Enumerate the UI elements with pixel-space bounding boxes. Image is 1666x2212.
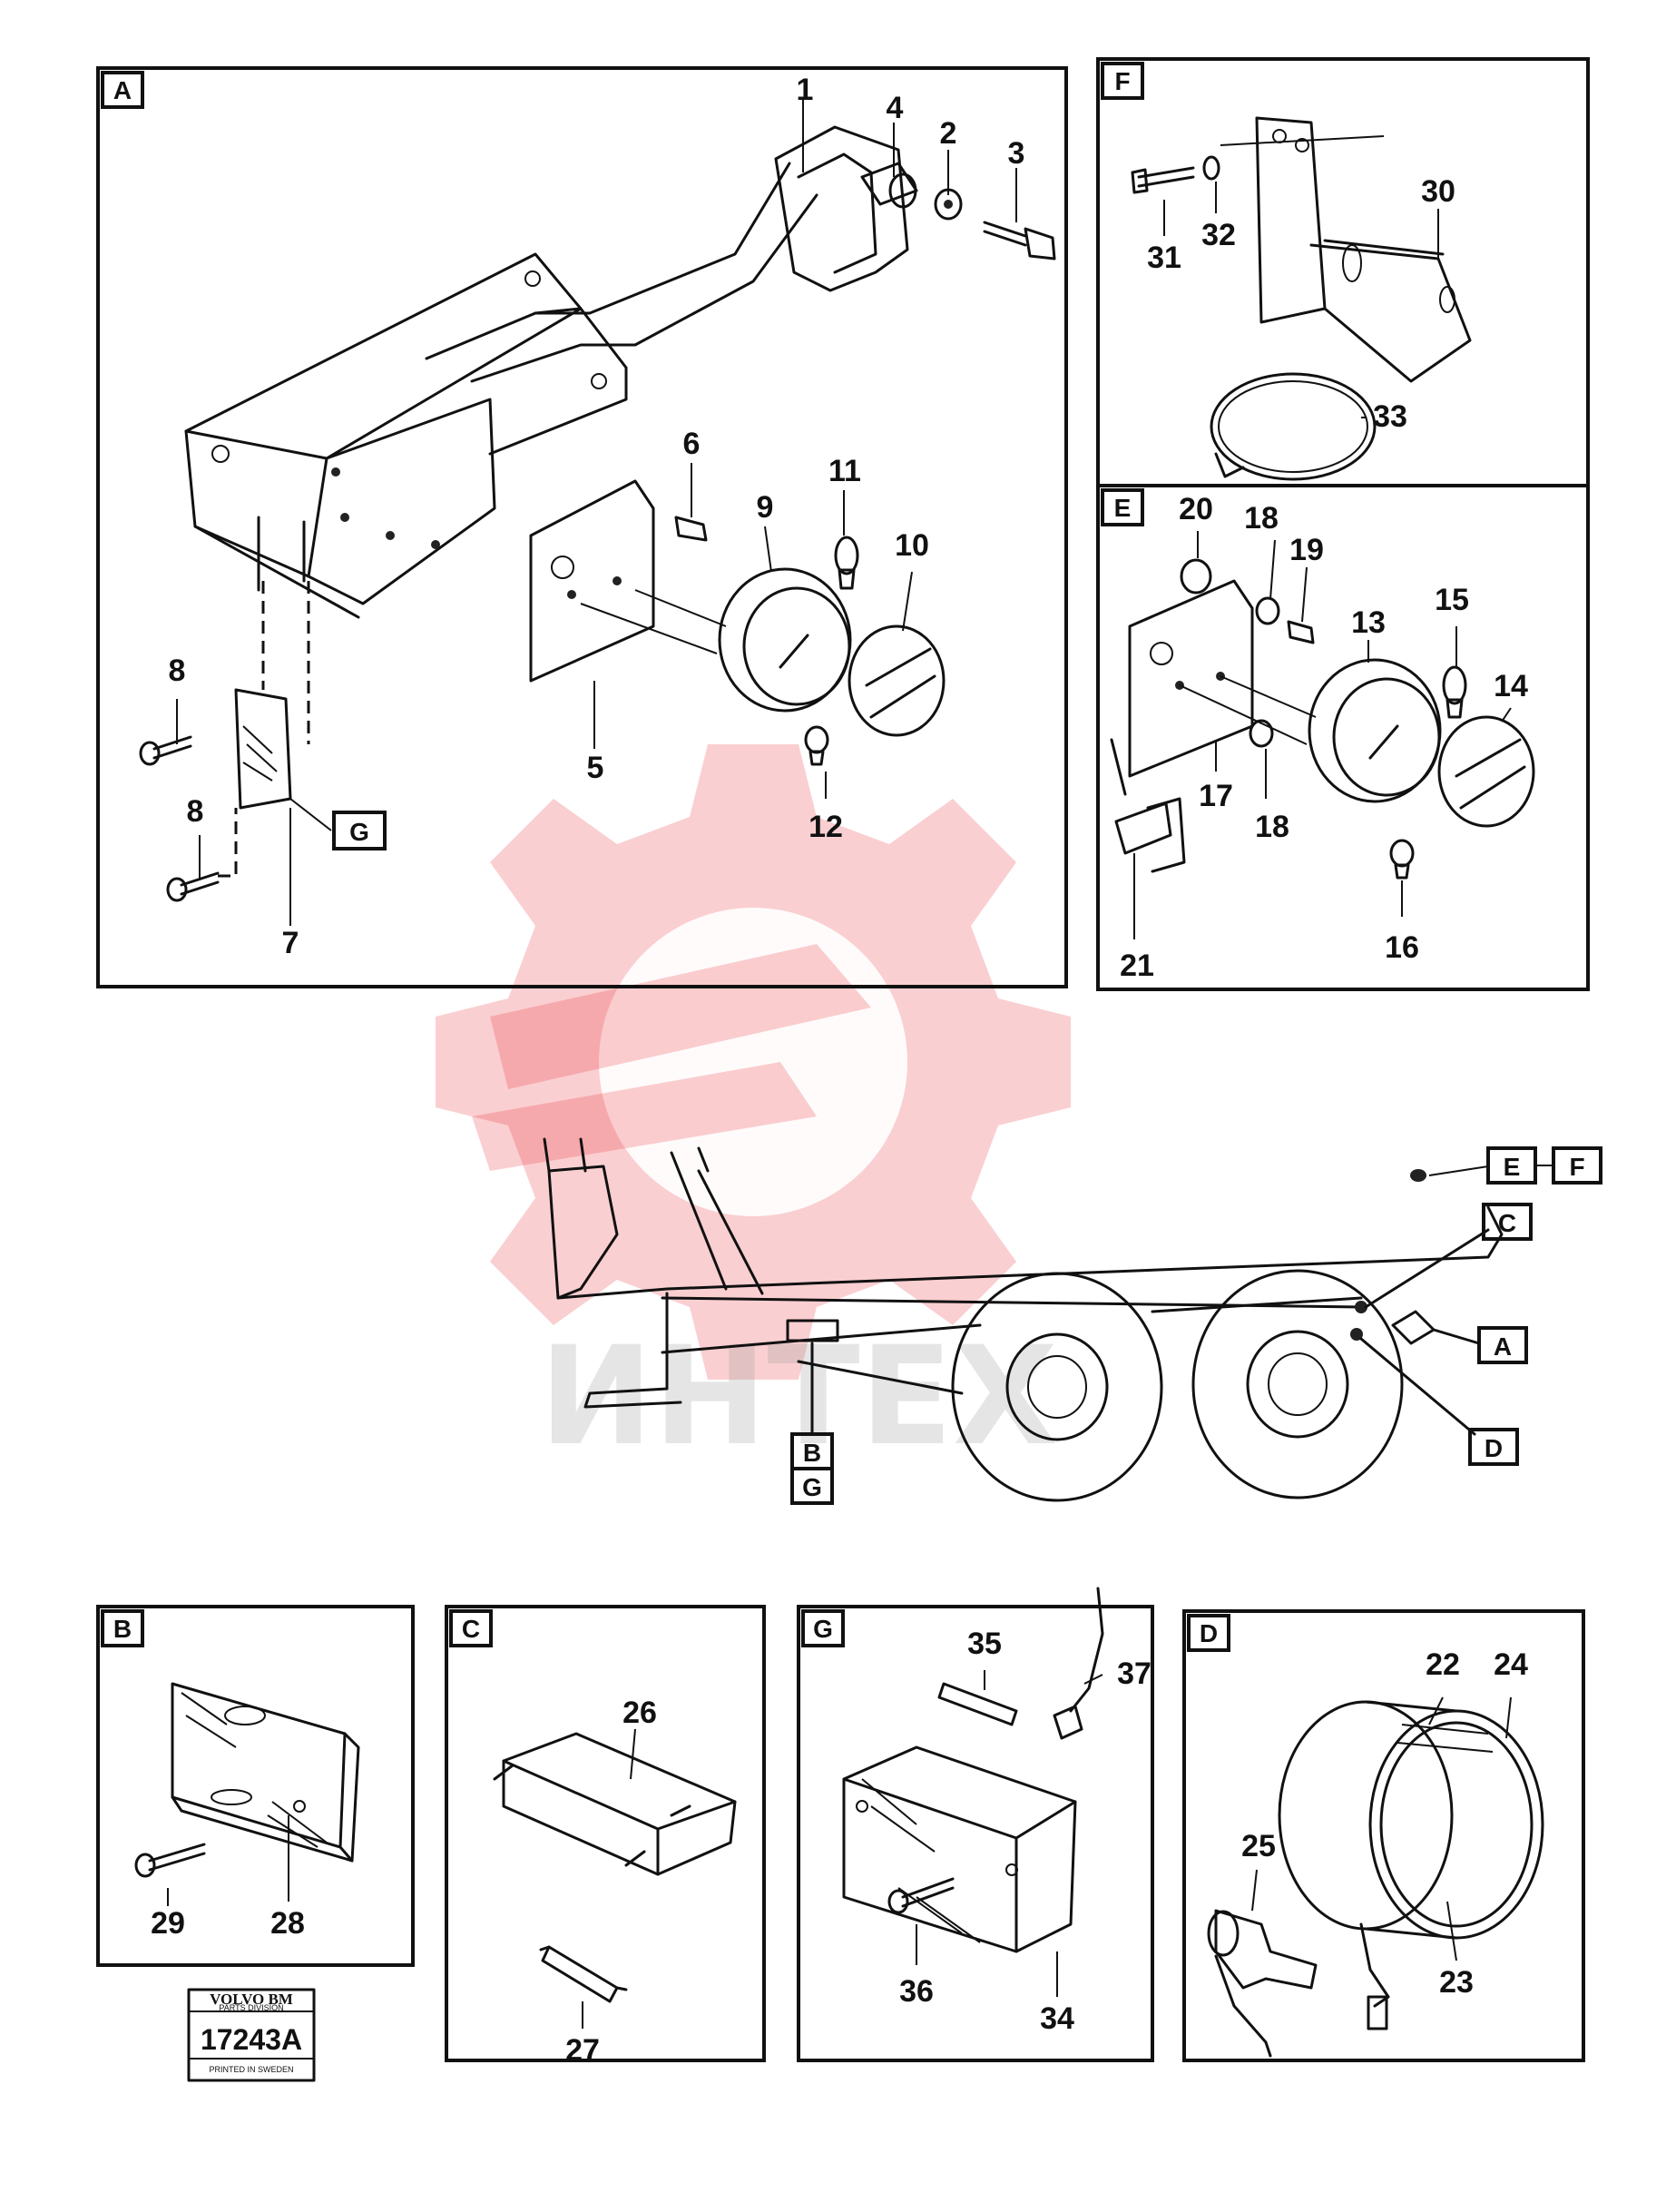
panel-e: E 20 18 19 13 15 14 17 18 21 16 xyxy=(1096,484,1590,991)
panel-g-label: G xyxy=(813,1615,833,1643)
part-label-11: 11 xyxy=(828,454,861,488)
part-label-12: 12 xyxy=(808,810,843,844)
part-label-3: 3 xyxy=(1008,136,1025,171)
stamp-division: PARTS DIVISION xyxy=(219,2003,283,2012)
part-label-18b: 18 xyxy=(1255,810,1289,844)
part-label-30: 30 xyxy=(1421,174,1455,209)
part-label-27: 27 xyxy=(565,2033,600,2068)
callout-c: C xyxy=(1498,1209,1516,1237)
panel-d-label: D xyxy=(1200,1619,1218,1647)
stamp-printed: PRINTED IN SWEDEN xyxy=(209,2065,293,2074)
part-label-2: 2 xyxy=(940,116,957,151)
part-label-22: 22 xyxy=(1426,1647,1460,1682)
panel-c-label: C xyxy=(462,1615,480,1643)
panel-a-label: A xyxy=(113,76,132,104)
panel-b-label: B xyxy=(113,1615,132,1643)
callout-a: A xyxy=(1494,1332,1512,1361)
part-label-35: 35 xyxy=(967,1627,1002,1661)
panel-b: B 29 28 xyxy=(96,1605,415,1967)
part-label-9: 9 xyxy=(757,490,774,525)
part-label-32: 32 xyxy=(1201,218,1236,252)
part-label-5: 5 xyxy=(587,751,604,785)
part-label-19: 19 xyxy=(1289,533,1324,567)
part-label-16: 16 xyxy=(1385,930,1419,965)
callout-d: D xyxy=(1485,1434,1503,1462)
part-label-20: 20 xyxy=(1179,492,1213,526)
part-label-7: 7 xyxy=(282,926,299,960)
panel-c: C 26 27 xyxy=(445,1605,766,2068)
panel-e-label: E xyxy=(1114,494,1132,522)
part-label-17: 17 xyxy=(1199,779,1233,813)
callout-b: B xyxy=(803,1439,821,1467)
truck-overview xyxy=(543,1137,1504,1502)
part-label-33: 33 xyxy=(1373,399,1407,434)
panel-f: F 31 32 30 33 xyxy=(1096,57,1590,487)
part-label-8b: 8 xyxy=(187,794,204,829)
part-label-8a: 8 xyxy=(169,654,186,688)
part-label-13: 13 xyxy=(1351,605,1386,640)
volvo-bm-stamp: VOLVO BM PARTS DIVISION 17243A PRINTED I… xyxy=(187,1988,316,2082)
part-label-37: 37 xyxy=(1117,1657,1152,1691)
callout-f: F xyxy=(1569,1153,1584,1181)
panel-f-label: F xyxy=(1114,67,1130,95)
part-label-36: 36 xyxy=(899,1974,934,2009)
stamp-number: 17243A xyxy=(201,2023,302,2056)
part-label-15: 15 xyxy=(1435,583,1469,617)
callout-g-panel-a: G xyxy=(349,818,369,846)
part-label-31: 31 xyxy=(1147,241,1181,275)
part-label-10: 10 xyxy=(895,528,929,563)
stamp-brand: VOLVO BM xyxy=(210,1991,293,2008)
part-label-26: 26 xyxy=(622,1696,657,1730)
part-label-4: 4 xyxy=(887,91,904,125)
callout-e: E xyxy=(1504,1153,1521,1181)
part-label-1: 1 xyxy=(797,73,814,107)
panel-a: A xyxy=(96,66,1068,988)
part-label-18a: 18 xyxy=(1244,501,1279,536)
part-label-24: 24 xyxy=(1494,1647,1528,1682)
callout-g: G xyxy=(802,1473,822,1501)
part-label-14: 14 xyxy=(1494,669,1528,703)
panel-g: G 35 37 36 34 xyxy=(797,1587,1154,2062)
part-label-29: 29 xyxy=(151,1906,185,1941)
part-label-6: 6 xyxy=(683,427,701,461)
part-label-25: 25 xyxy=(1241,1829,1276,1863)
part-label-34: 34 xyxy=(1040,2001,1074,2036)
part-label-28: 28 xyxy=(270,1906,305,1941)
part-label-21: 21 xyxy=(1120,949,1154,983)
part-label-23: 23 xyxy=(1439,1965,1474,2000)
panel-d: D 22 24 25 23 xyxy=(1182,1609,1585,2062)
